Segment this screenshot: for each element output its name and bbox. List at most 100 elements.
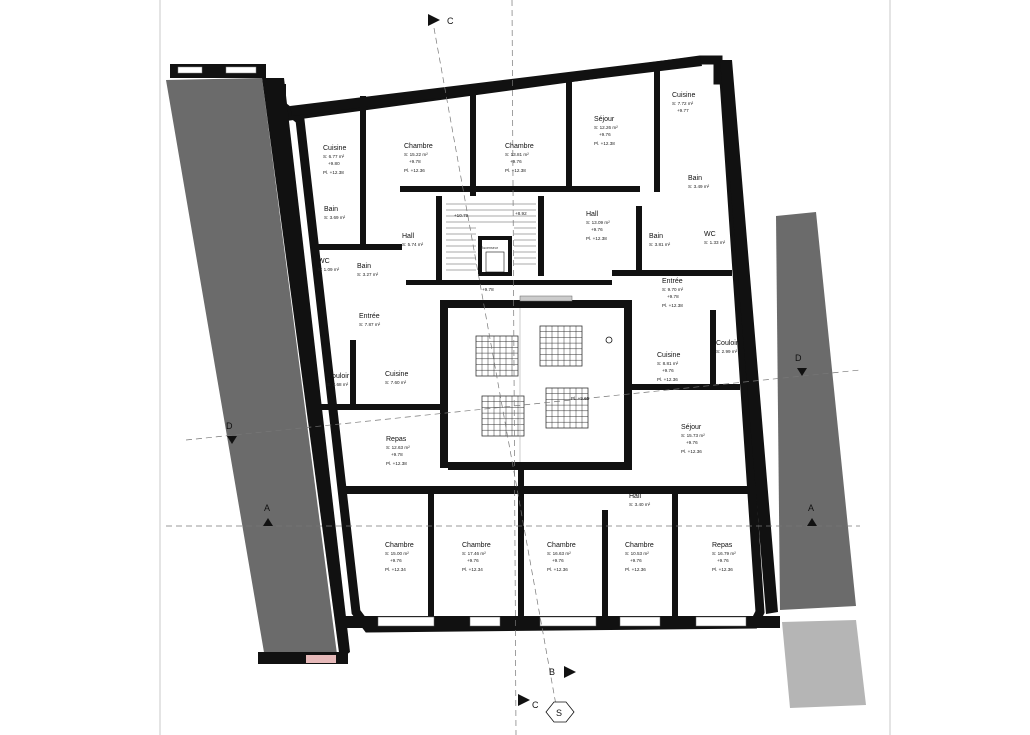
- neighbor-building-east: [776, 212, 856, 610]
- window-s2: [469, 616, 501, 627]
- room-name: Chambre: [404, 143, 433, 150]
- section-d-right-label: D: [795, 353, 802, 363]
- section-a-left-arrow-icon: [263, 518, 273, 526]
- wall-entree-e: [612, 270, 732, 276]
- room-floor-level: Pl. +12.34: [385, 567, 406, 572]
- room-area: S: 12.26 m²: [594, 125, 618, 130]
- room-name: Couloir: [327, 373, 350, 380]
- wall-corridor: [406, 280, 612, 285]
- room-area: S: 10.53 m²: [625, 551, 649, 556]
- room-area: S: 1.09 m²: [318, 267, 340, 272]
- room-area: S: 3.40 m²: [629, 502, 651, 507]
- window-nw-2: [225, 66, 257, 74]
- room-name: Chambre: [462, 542, 491, 549]
- room-name: Hall: [629, 493, 642, 500]
- room-area: S: 7.72 m²: [672, 101, 694, 106]
- glass-panel: [539, 325, 583, 367]
- section-c-bottom-arrow-icon: [518, 694, 530, 706]
- room-name: Bain: [649, 233, 663, 240]
- balcony-southwest: [306, 655, 336, 663]
- room-name: Hall: [586, 211, 599, 218]
- room-area: S: 15.22 m²: [404, 152, 428, 157]
- elevator-car: [485, 251, 505, 273]
- window-s4: [619, 616, 661, 627]
- landing-sill: [519, 295, 573, 302]
- wall-n-div4: [654, 66, 660, 192]
- room-label-couloir-w: Couloir S: 2.68 m²: [327, 373, 350, 387]
- room-name: Bain: [688, 175, 702, 182]
- room-area: S: 8.81 m²: [657, 361, 679, 366]
- room-area: S: 3.49 m²: [688, 184, 710, 189]
- room-name: Couloir: [716, 340, 739, 347]
- room-floor-level: Pl. +12.38: [594, 141, 615, 146]
- section-line-d: [185, 369, 861, 441]
- room-level: +9.78: [409, 159, 421, 164]
- wall-n-div1: [360, 96, 366, 246]
- wall-core-bottom: [448, 462, 632, 470]
- room-level: +9.77: [677, 108, 689, 113]
- room-floor-level: Pl. +12.38: [586, 236, 607, 241]
- room-name: Cuisine: [323, 145, 346, 152]
- wall-s-div1: [428, 486, 434, 616]
- section-c-top-arrow-icon: [428, 14, 440, 26]
- wall-n-div2: [470, 86, 476, 196]
- room-name: Cuisine: [385, 371, 408, 378]
- room-floor-level: Pl. +12.38: [662, 303, 683, 308]
- drain-icon: [605, 336, 613, 344]
- room-name: Repas: [386, 436, 407, 443]
- section-d-left-arrow-icon: [227, 436, 237, 444]
- room-label-wc-w: WCS: 1.09 m²: [318, 258, 340, 272]
- room-area: S: 9.70 m²: [662, 287, 684, 292]
- glass-panel: [475, 335, 519, 377]
- room-area: S: 5.74 m²: [402, 242, 424, 247]
- section-c-bottom-label: C: [532, 700, 539, 710]
- room-level: +9.80: [328, 161, 340, 166]
- room-floor-level: Pl. +12.38: [386, 461, 407, 466]
- neighbor-building-west: [166, 78, 338, 664]
- wall-s-div4: [672, 494, 678, 616]
- wall-stair-right: [538, 196, 544, 276]
- room-name: Cuisine: [672, 92, 695, 99]
- section-a-left-label: A: [264, 503, 270, 513]
- room-level: +9.76: [467, 558, 479, 563]
- stair-level-right: +8.92: [515, 211, 527, 216]
- room-level: +9.76: [591, 227, 603, 232]
- window-nw-1: [177, 66, 203, 74]
- wall-south-rooms: [340, 486, 760, 494]
- room-area: S: 3.27 m²: [357, 272, 379, 277]
- room-level: +9.76: [662, 368, 674, 373]
- room-floor-level: Pl. +12.36: [404, 168, 425, 173]
- stair-level-top: +10.79: [454, 213, 469, 218]
- elevator-label: Ascenseur: [481, 246, 499, 250]
- wall-stair-left: [436, 196, 442, 280]
- room-name: Chambre: [385, 542, 414, 549]
- terrace-east: [782, 620, 866, 708]
- room-level: +9.78: [667, 294, 679, 299]
- room-level: +9.76: [686, 440, 698, 445]
- room-area: S: 7.87 m²: [359, 322, 381, 327]
- room-name: Chambre: [505, 143, 534, 150]
- room-level: +9.76: [390, 558, 402, 563]
- room-area: S: 15.00 m²: [385, 551, 409, 556]
- section-a-right-label: A: [808, 503, 814, 513]
- wall-west-block: [262, 78, 350, 660]
- room-level: +9.76: [630, 558, 642, 563]
- room-label-wc-e: WCS: 1.33 m²: [704, 231, 726, 245]
- wall-bath-e: [636, 206, 642, 276]
- glass-panel: [545, 387, 589, 429]
- room-area: S: 2.68 m²: [327, 382, 349, 387]
- room-floor-level: Pl. +12.38: [505, 168, 526, 173]
- room-label-cuisine-ne: Cuisine S: 7.72 m² +9.77: [672, 92, 695, 113]
- section-b-bottom-label: B: [549, 667, 555, 677]
- room-area: S: 6.77 m²: [323, 154, 345, 159]
